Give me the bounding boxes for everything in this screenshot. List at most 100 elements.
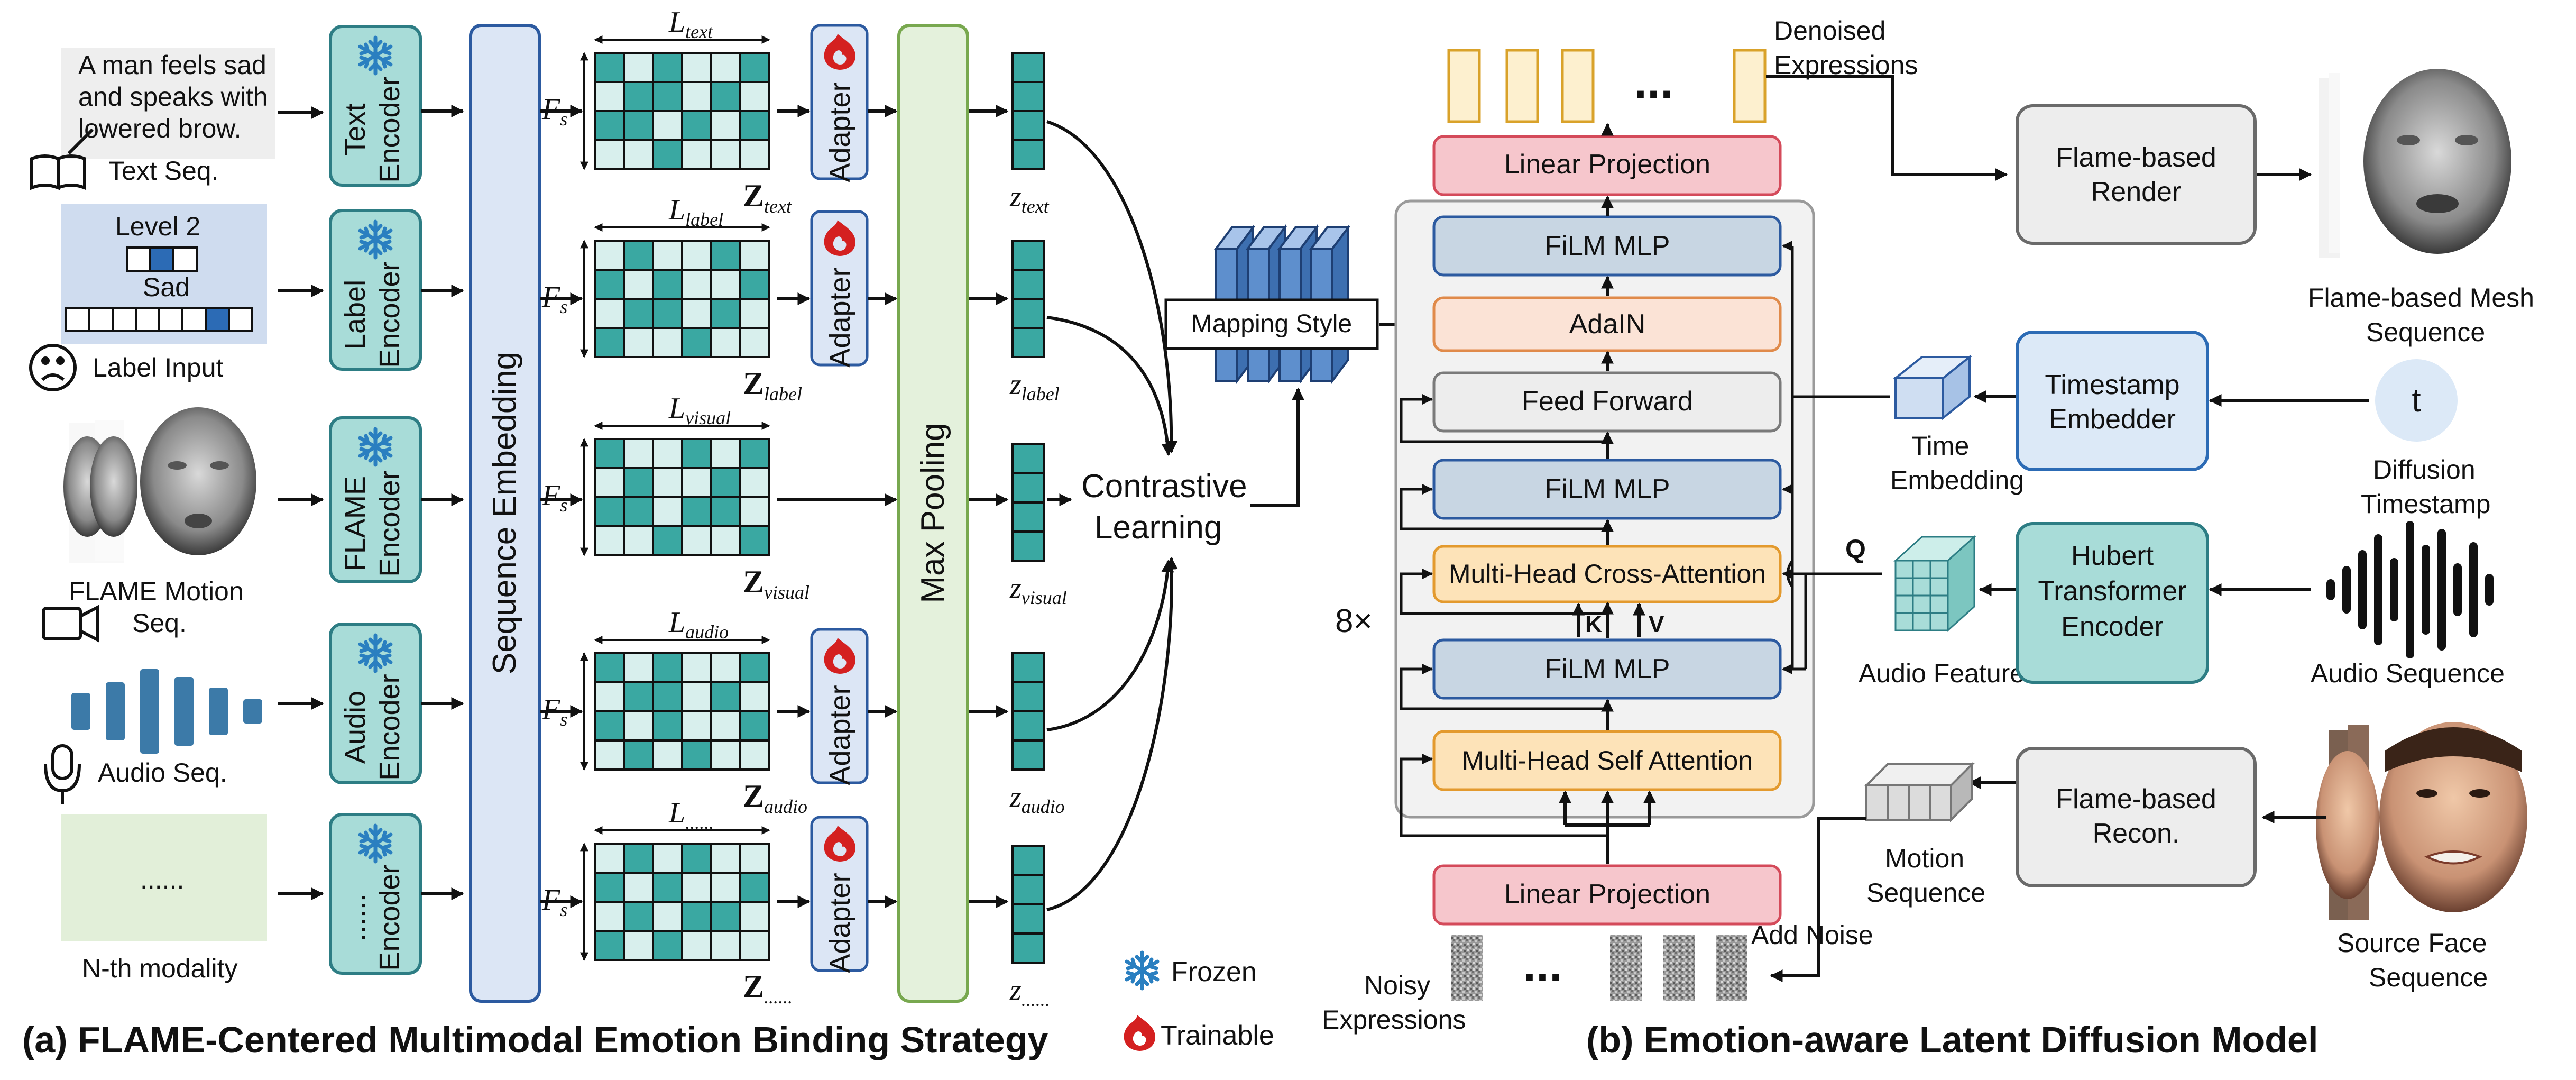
matrix-cell: [623, 467, 654, 498]
matrix-cell: [594, 739, 625, 771]
feature-cell: [1912, 577, 1931, 597]
noisy-label2: Expressions: [1322, 1005, 1466, 1035]
matrix-cell: [652, 872, 683, 903]
motion-add-noise-arrow: [1770, 817, 1866, 982]
matrix-cell: [652, 930, 683, 961]
matrix-cell: [739, 652, 770, 683]
length-subscript: ......: [685, 812, 714, 833]
face-back: [2316, 751, 2379, 899]
level-label: Level 2: [115, 212, 200, 241]
vector-z-subscript: visual: [1022, 587, 1067, 608]
matrix-cell: [652, 110, 683, 141]
time-embedding-cube: [1892, 354, 1973, 420]
microphone-icon: [44, 744, 81, 804]
hubert-line2: Transformer: [2038, 576, 2186, 607]
feature-subscript: s: [560, 108, 567, 130]
nth-modality-input: ...... N-th modality: [61, 814, 267, 983]
matrix-cell: [623, 901, 654, 932]
matrix-cell: [710, 901, 741, 932]
matrix-cell: [710, 872, 741, 903]
matrix-cell: [710, 496, 741, 527]
feature-cell: [1894, 560, 1914, 579]
feature-cell: [1929, 594, 1949, 614]
waveform-bar: [2326, 579, 2335, 600]
matrix-z-label: Z......: [743, 969, 793, 1008]
matrix-cell: [681, 110, 712, 141]
vector-cell: [1011, 874, 1045, 905]
matrix-cell: [652, 496, 683, 527]
length-subscript: label: [685, 209, 723, 230]
text-encoder-line1: Text: [339, 103, 371, 155]
feature-cell: [1912, 560, 1931, 579]
feature-subscript: s: [560, 709, 567, 730]
repeat-label: 8×: [1335, 603, 1373, 639]
matrix-cell: [681, 139, 712, 170]
diffusion-ts-line2: Timestamp: [2361, 489, 2490, 519]
feature-label: Fs: [541, 884, 567, 920]
audio-sequence-label: Audio Sequence: [2311, 658, 2505, 688]
feature-side: [1947, 535, 1975, 633]
label-encoder: Label Encoder: [329, 209, 422, 371]
matrix-cell: [681, 872, 712, 903]
source-face-label1: Source Face: [2337, 928, 2487, 958]
matrix-cell: [710, 710, 741, 742]
feature-cell: [1929, 560, 1949, 579]
denoised-to-render-arrow: [1766, 75, 2008, 181]
label-input: Level 2 Sad Label Input: [29, 204, 267, 391]
matrix-cell: [623, 525, 654, 556]
matrix-cell: [652, 81, 683, 112]
waveform-bar: [2342, 566, 2351, 614]
emotion-bar: [65, 307, 253, 332]
matrix-cell: [739, 269, 770, 300]
timestamp-embedder-line2: Embedder: [2049, 404, 2176, 435]
matrix-cell: [652, 269, 683, 300]
matrix-cell: [739, 327, 770, 358]
encoder-arrows: [421, 105, 464, 900]
film-mlp-3: FiLM MLP: [1432, 638, 1782, 700]
adapter-label: Adapter: [824, 82, 856, 182]
feature-subscript: s: [560, 296, 567, 317]
noisy-label1: Noisy: [1364, 971, 1430, 1000]
feature-subscript: s: [560, 495, 567, 516]
book-icon: [30, 128, 94, 190]
motion-seq-label2: Sequence: [1866, 878, 1985, 908]
flame-icon: [1124, 1015, 1155, 1051]
feature-label: Fs: [541, 479, 567, 516]
matrix-cell: [652, 139, 683, 170]
linear-projection-label: Linear Projection: [1504, 879, 1710, 910]
flame-encoder-line1: FLAME: [339, 476, 371, 571]
matrix-cell: [652, 52, 683, 83]
matrix-cell: [652, 438, 683, 469]
mesh-mouth: [185, 514, 212, 528]
matrix-cell: [652, 843, 683, 874]
pooled-vector: zaudio: [1009, 652, 1065, 817]
matrix-cell: [652, 652, 683, 683]
vector-cell: [1011, 681, 1045, 712]
vector-cell: [1011, 443, 1045, 474]
mesh-face: [140, 407, 256, 555]
text-encoder-line2: Encoder: [374, 76, 406, 182]
adapters: Adapter Adapter Adapter Adapter: [810, 24, 869, 973]
feature-cell: [1894, 594, 1914, 614]
vector-cell: [1011, 710, 1045, 742]
flame-motion-label2: Seq.: [132, 608, 187, 638]
face-hair: [2385, 727, 2522, 772]
vector-cell: [1011, 903, 1045, 935]
sequence-embedding-label: Sequence Embedding: [486, 352, 523, 674]
k-label: K: [1585, 611, 1602, 637]
matrix-cell: [710, 240, 741, 271]
matrix-cell: [594, 139, 625, 170]
flame-motion-input: FLAME Motion Seq.: [42, 407, 272, 643]
matrix-cell: [739, 139, 770, 170]
text-input-line3: lowered brow.: [78, 114, 242, 143]
matrix-cell: [710, 438, 741, 469]
block-flow-arrows: [1559, 195, 1656, 864]
face-eye-left: [2416, 789, 2437, 798]
linear-projection-top: Linear Projection: [1432, 135, 1782, 196]
waveform-bar: [2437, 529, 2446, 651]
adapter-label-mod: Adapter: [810, 210, 869, 368]
matrix-cell: [594, 81, 625, 112]
